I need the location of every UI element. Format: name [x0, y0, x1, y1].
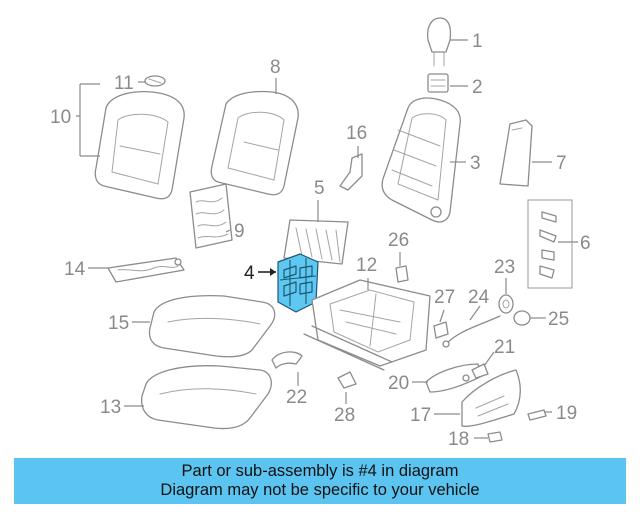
seat-back-frame-part: [381, 97, 461, 223]
callout-16: 16: [346, 123, 367, 144]
cover-cap-part: [513, 310, 531, 326]
side-shield-part: [499, 119, 533, 187]
callout-28: 28: [334, 405, 355, 426]
headrest-guide-part: [427, 73, 449, 93]
end-cap-part: [527, 409, 547, 421]
callout-5: 5: [314, 178, 325, 199]
callout-26: 26: [388, 230, 409, 251]
highlighted-part-4: [277, 253, 319, 313]
callout-14: 14: [64, 259, 86, 280]
switch-part: [471, 363, 489, 379]
leader-lines: [76, 39, 578, 439]
seat-cushion-cover-part: [140, 365, 272, 430]
fastener-part: [433, 321, 449, 339]
callout-10: 10: [50, 107, 71, 128]
callout-12: 12: [356, 255, 377, 276]
callout-4-arrow: [258, 268, 276, 276]
bracket-part: [339, 153, 363, 191]
knob-part: [498, 294, 514, 314]
callout-6: 6: [580, 233, 591, 254]
callout-7: 7: [556, 153, 567, 174]
callout-3: 3: [470, 153, 481, 174]
callout-18: 18: [448, 429, 469, 450]
callout-2: 2: [472, 77, 483, 98]
seat-back-pad-part: [210, 90, 299, 196]
callout-15: 15: [108, 313, 129, 334]
callout-25: 25: [548, 309, 569, 330]
side-trim-part: [461, 369, 521, 427]
clip-set-part: [527, 199, 573, 289]
callout-labels: 1 2 3 4 5 6 7 8 9 10 11 12 13 14 15 16 1…: [50, 31, 591, 450]
callout-22: 22: [286, 387, 307, 408]
callout-19: 19: [556, 403, 577, 424]
callout-27: 27: [434, 287, 455, 308]
callout-17: 17: [410, 405, 431, 426]
callout-21: 21: [494, 337, 515, 358]
bushing-part: [337, 371, 357, 389]
banner-line-2: Diagram may not be specific to your vehi…: [160, 481, 480, 499]
heater-pad-part: [107, 257, 185, 283]
parts-diagram: 1 2 3 4 5 6 7 8 9 10 11 12 13 14 15 16 1…: [50, 17, 591, 450]
callout-23: 23: [494, 257, 515, 278]
banner-line-1: Part or sub-assembly is #4 in diagram: [181, 462, 459, 480]
callout-20: 20: [388, 373, 409, 394]
callout-24: 24: [468, 287, 490, 308]
callout-8: 8: [270, 57, 281, 78]
seat-cushion-frame-part: [303, 279, 431, 371]
recliner-cover-part: [425, 363, 483, 393]
callout-13: 13: [100, 397, 121, 418]
knob-small-part: [487, 431, 503, 443]
cable-part: [442, 315, 501, 348]
frame-brace-part: [283, 219, 349, 265]
callout-9: 9: [234, 221, 245, 242]
headrest-part: [426, 17, 452, 67]
callout-1: 1: [472, 31, 483, 52]
callout-11: 11: [114, 73, 134, 94]
callout-4: 4: [244, 263, 255, 284]
seat-back-cover-part: [94, 90, 185, 200]
seat-cushion-pad-part: [148, 294, 276, 358]
cap-part: [144, 75, 166, 87]
info-banner: Part or sub-assembly is #4 in diagram Di…: [14, 458, 626, 504]
lumbar-mat-part: [189, 183, 233, 249]
lever-part: [271, 351, 303, 369]
clip-part: [395, 265, 409, 283]
